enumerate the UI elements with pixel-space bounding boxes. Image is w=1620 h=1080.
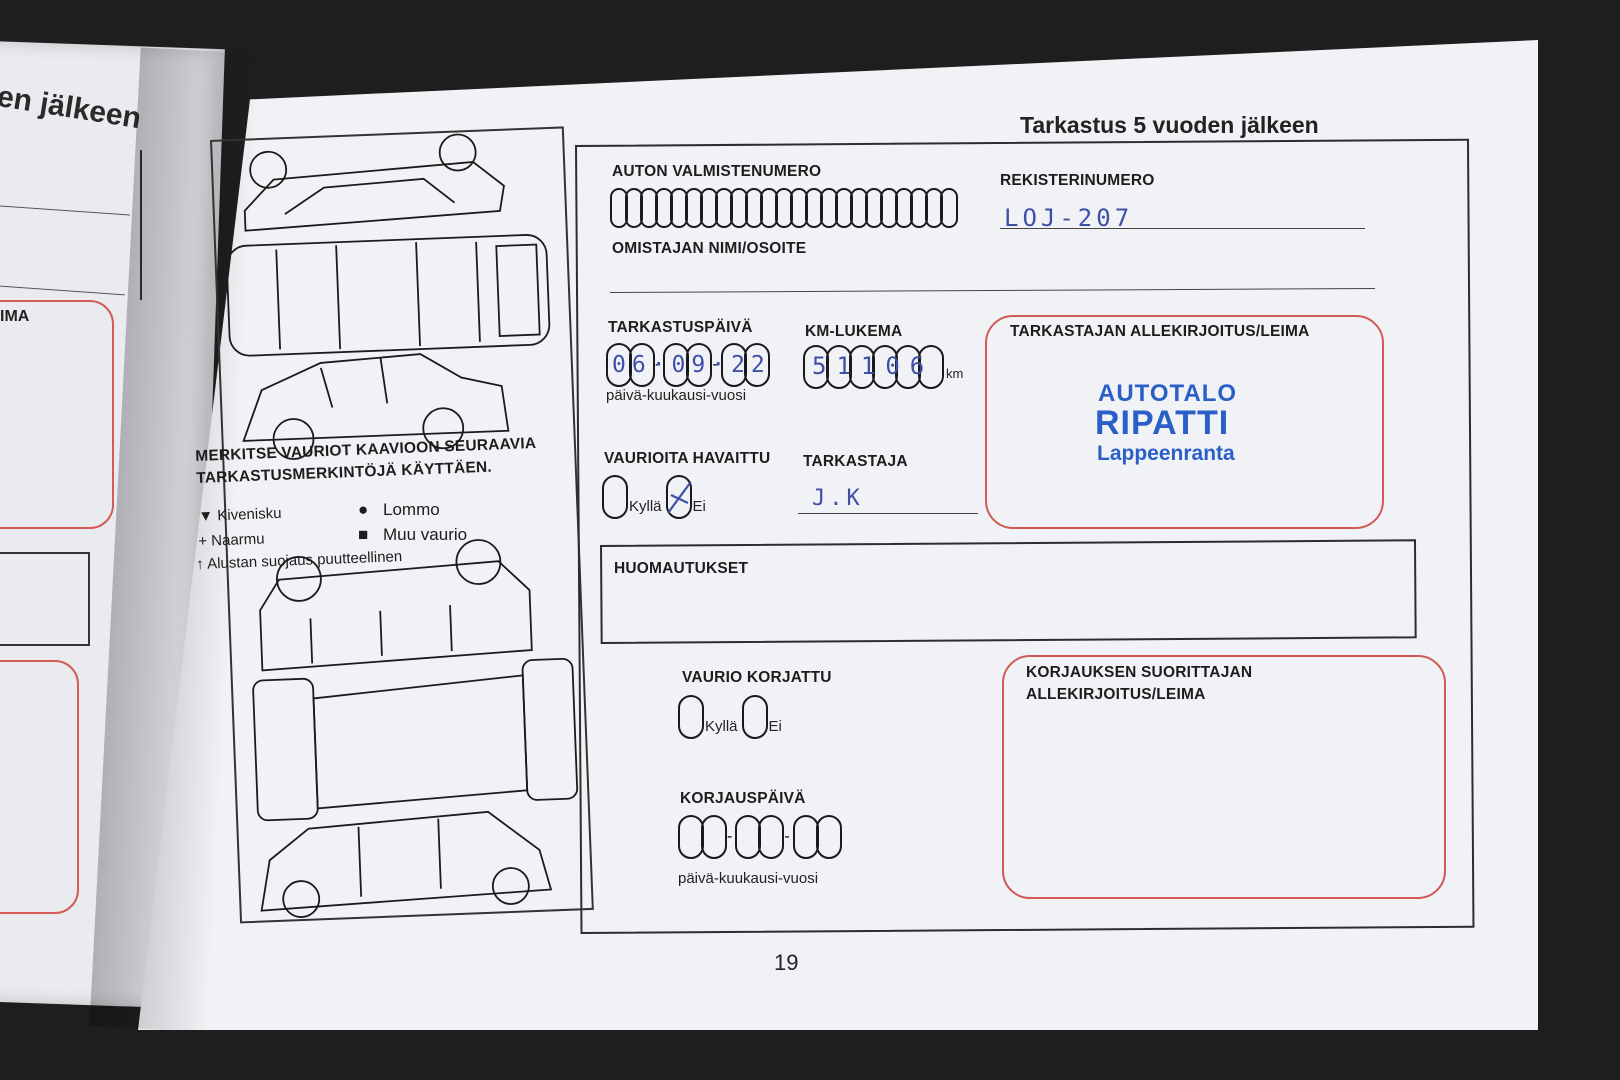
plus-icon: + — [198, 532, 208, 550]
vaurioita-options: Kyllä Ei — [602, 475, 710, 519]
korjauksen-label-1: KORJAUKSEN SUORITTAJAN — [1026, 664, 1253, 681]
stamp-ripatti: RIPATTI — [1095, 404, 1230, 442]
tarkastaja-label: TARKASTAJA — [803, 453, 908, 470]
korjattu-kylla-label: Kyllä — [705, 718, 738, 735]
date-hint-2: päivä-kuukausi-vuosi — [678, 870, 819, 887]
vaurioita-kylla-label: Kyllä — [629, 498, 662, 515]
stamp-autotalo: AUTOTALO — [1098, 380, 1238, 407]
left-page-label: IMA — [0, 308, 30, 325]
rekisterinumero-line — [1000, 228, 1365, 229]
circle-icon: ● — [358, 500, 369, 519]
omistajan-label: OMISTAJAN NIMI/OSOITE — [612, 240, 807, 257]
korjattu-ei-checkbox[interactable] — [741, 695, 768, 739]
left-page-notes-box — [0, 552, 90, 646]
km-unit: km — [946, 366, 964, 381]
damage-diagram-frame — [210, 126, 594, 924]
left-page-red-box — [0, 300, 114, 529]
legend-lommo-label: Lommo — [383, 500, 440, 519]
korjauksen-label-2: ALLEKIRJOITUS/LEIMA — [1026, 686, 1206, 703]
legend-muu: ■ Muu vaurio — [358, 525, 467, 545]
huomautukset-label: HUOMAUTUKSET — [614, 560, 749, 577]
tarkastajan-stamp-box — [985, 315, 1384, 529]
tarkastuspaiva-label: TARKASTUSPÄIVÄ — [608, 319, 753, 336]
rekisterinumero-value: LOJ-207 — [1004, 204, 1134, 232]
date-hint: päivä-kuukausi-vuosi — [606, 387, 747, 404]
tarkastuspaiva-boxes: - - — [606, 343, 770, 387]
vin-ovals — [610, 188, 958, 228]
page-number: 19 — [774, 950, 799, 975]
rekisterinumero-label: REKISTERINUMERO — [1000, 172, 1155, 189]
square-icon: ■ — [358, 525, 369, 544]
check-mark-icon — [666, 482, 691, 514]
tarkastaja-line — [798, 513, 978, 514]
vaurioita-ei-checkbox[interactable] — [665, 475, 692, 519]
korjaaja-stamp-box — [1002, 655, 1446, 899]
km-lukema-label: KM-LUKEMA — [805, 323, 903, 340]
korjattu-kylla-checkbox[interactable] — [678, 695, 704, 739]
vaurioita-kylla-checkbox[interactable] — [602, 475, 628, 519]
legend-naarmu-label: Naarmu — [210, 530, 265, 550]
km-value: 51106 — [812, 352, 935, 380]
km-boxes — [803, 345, 944, 389]
left-page-frame — [0, 150, 142, 300]
triangle-icon: ▼ — [198, 507, 214, 525]
right-page — [138, 40, 1538, 1030]
korjauspaiva-label: KORJAUSPÄIVÄ — [680, 790, 806, 807]
legend-kivenisku-label: Kivenisku — [217, 504, 282, 525]
arrow-up-icon: ↑ — [196, 555, 205, 573]
vaurio-korjattu-options: Kyllä Ei — [678, 695, 786, 739]
korjauspaiva-boxes[interactable]: - - — [678, 815, 842, 859]
legend-muu-label: Muu vaurio — [383, 525, 468, 544]
vaurio-korjattu-label: VAURIO KORJATTU — [682, 669, 832, 686]
vaurioita-havaittu-label: VAURIOITA HAVAITTU — [604, 450, 771, 467]
tarkastuspaiva-value: 06·09·22 — [612, 352, 771, 378]
legend-naarmu: + Naarmu — [198, 530, 265, 550]
left-page-red-box-2 — [0, 660, 79, 914]
page-title: Tarkastus 5 vuoden jälkeen — [1020, 112, 1319, 138]
legend-lommo: ● Lommo — [358, 500, 440, 520]
korjattu-ei-label: Ei — [768, 718, 782, 735]
legend-kivenisku: ▼ Kivenisku — [198, 505, 282, 525]
car-diagram-illustration — [225, 133, 579, 918]
stamp-lappeenranta: Lappeenranta — [1097, 442, 1235, 465]
huomautukset-box[interactable] — [600, 539, 1417, 644]
tarkastaja-value: J.K — [812, 486, 864, 511]
tarkastajan-label: TARKASTAJAN ALLEKIRJOITUS/LEIMA — [1010, 323, 1310, 340]
vaurioita-ei-label: Ei — [692, 498, 706, 515]
auton-valmistenumero-label: AUTON VALMISTENUMERO — [612, 163, 822, 180]
